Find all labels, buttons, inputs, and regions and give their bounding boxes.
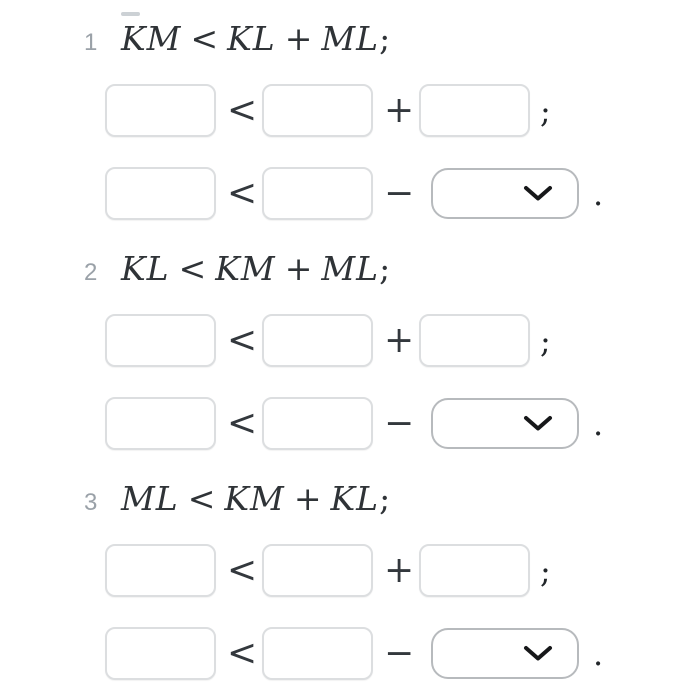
less-than-sign: <: [227, 632, 258, 674]
formula-lhs: KM: [121, 19, 182, 58]
chevron-down-icon: [524, 186, 552, 201]
answer-input[interactable]: [419, 314, 530, 367]
answer-input[interactable]: [262, 314, 373, 367]
period: .: [593, 174, 604, 213]
answer-input[interactable]: [262, 84, 373, 137]
less-than-sign: <: [227, 89, 258, 131]
answer-input[interactable]: [262, 627, 373, 680]
formula-term2: ML: [321, 249, 380, 288]
item-number: 3: [84, 489, 98, 516]
exercise-list: 1 KM < KL + ML ; < + ; < −: [0, 22, 697, 680]
period: .: [593, 404, 604, 443]
answer-input[interactable]: [105, 397, 216, 450]
formula-term1: KL: [227, 19, 276, 58]
minus-sign: −: [384, 402, 415, 444]
period: .: [593, 634, 604, 673]
plus-sign: +: [384, 319, 415, 361]
formula-term1: KM: [224, 479, 285, 518]
less-than-sign: <: [187, 479, 216, 518]
semicolon: ;: [540, 551, 551, 590]
item-heading: 3 ML < KM + KL ;: [84, 482, 697, 520]
exercise-item-3: 3 ML < KM + KL ; < + ; < −: [0, 482, 697, 680]
answer-dropdown[interactable]: [431, 168, 579, 219]
answer-dropdown[interactable]: [431, 628, 579, 679]
formula-term1: KM: [215, 249, 276, 288]
item-number: 2: [84, 259, 98, 286]
formula-punctuation: ;: [379, 19, 391, 58]
item-heading: 1 KM < KL + ML ;: [84, 22, 697, 60]
difference-inequality-row: < − .: [105, 167, 697, 220]
difference-inequality-row: < − .: [105, 627, 697, 680]
formula-lhs: KL: [121, 249, 170, 288]
cropped-content-artifact: [121, 12, 140, 16]
plus-sign: +: [384, 549, 415, 591]
chevron-down-icon: [524, 416, 552, 431]
semicolon: ;: [540, 321, 551, 360]
answer-input[interactable]: [262, 544, 373, 597]
minus-sign: −: [384, 172, 415, 214]
formula-lhs: ML: [121, 479, 179, 518]
exercise-item-2: 2 KL < KM + ML ; < + ; < −: [0, 252, 697, 450]
answer-input[interactable]: [105, 167, 216, 220]
answer-input[interactable]: [262, 167, 373, 220]
formula-punctuation: ;: [379, 479, 391, 518]
answer-input[interactable]: [105, 544, 216, 597]
inequality-formula: KL < KM + ML ;: [121, 252, 390, 286]
minus-sign: −: [384, 632, 415, 674]
chevron-down-icon: [524, 646, 552, 661]
answer-input[interactable]: [262, 397, 373, 450]
answer-input[interactable]: [105, 627, 216, 680]
item-heading: 2 KL < KM + ML ;: [84, 252, 697, 290]
less-than-sign: <: [178, 249, 207, 288]
less-than-sign: <: [227, 402, 258, 444]
sum-inequality-row: < + ;: [105, 544, 697, 597]
formula-term2: KL: [330, 479, 380, 518]
plus-sign: +: [293, 479, 322, 518]
less-than-sign: <: [227, 319, 258, 361]
plus-sign: +: [284, 19, 313, 58]
less-than-sign: <: [227, 549, 258, 591]
item-number: 1: [84, 29, 98, 56]
answer-input[interactable]: [105, 84, 216, 137]
semicolon: ;: [540, 91, 551, 130]
answer-input[interactable]: [419, 544, 530, 597]
difference-inequality-row: < − .: [105, 397, 697, 450]
formula-term2: ML: [321, 19, 380, 58]
inequality-formula: KM < KL + ML ;: [121, 22, 390, 56]
less-than-sign: <: [190, 19, 219, 58]
formula-punctuation: ;: [379, 249, 391, 288]
answer-input[interactable]: [105, 314, 216, 367]
sum-inequality-row: < + ;: [105, 314, 697, 367]
less-than-sign: <: [227, 172, 258, 214]
sum-inequality-row: < + ;: [105, 84, 697, 137]
inequality-formula: ML < KM + KL ;: [121, 482, 390, 516]
exercise-item-1: 1 KM < KL + ML ; < + ; < −: [0, 22, 697, 220]
answer-input[interactable]: [419, 84, 530, 137]
answer-dropdown[interactable]: [431, 398, 579, 449]
plus-sign: +: [284, 249, 313, 288]
plus-sign: +: [384, 89, 415, 131]
